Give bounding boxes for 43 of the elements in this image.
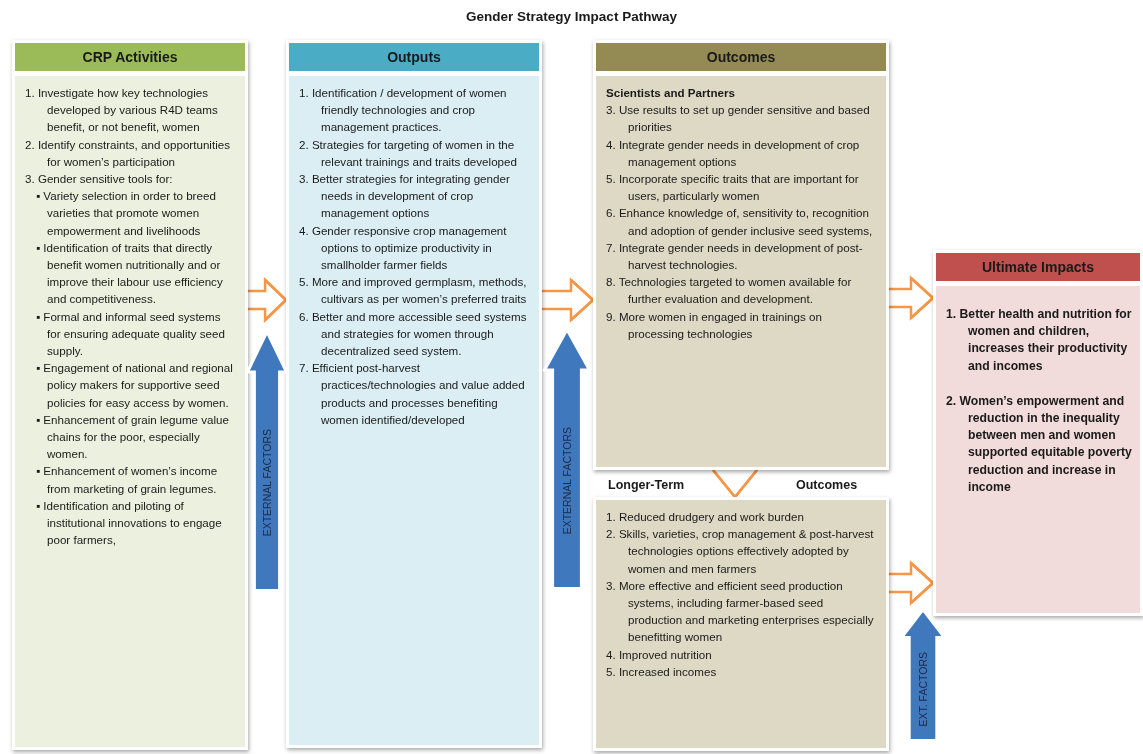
- list-item: ▪ Enhancement of grain legume value chains for the poor, especially women.: [35, 411, 230, 463]
- column-header: Ultimate Impacts: [936, 253, 1140, 281]
- list-item: 1. Identification / development of women friendly technologies and crop management practices.: [299, 85, 508, 136]
- list-item: 6. Enhance knowledge of, sensitivity to, recognition and adoption of gender inclusive seed systems,: [606, 205, 874, 239]
- list-item: 2. Identify constraints, and opportunities for women’s participation: [25, 136, 231, 170]
- column-header: CRP Activities: [15, 43, 245, 71]
- list-item: 6. Better and more accessible seed systems and strategies for women through decentralized seed system.: [299, 308, 528, 360]
- list-item: 2. Strategies for targeting of women in the relevant trainings and traits developed: [299, 136, 518, 170]
- list-item: 4. Gender responsive crop management options to optimize productivity in smallholder farmer fields: [299, 222, 508, 274]
- list-item: 1. Better health and nutrition for women and children, increases their productivity and incomes: [946, 306, 1132, 375]
- list-item: 4. Improved nutrition: [606, 646, 713, 663]
- list-item: 8. Technologies targeted to women available for further evaluation and development.: [606, 274, 853, 308]
- list-item: 2. Women’s empowerment and reduction in the inequality between men and women supported equitable poverty reduction and increase in income: [946, 392, 1132, 496]
- list-item: 9. More women in engaged in trainings on processing technologies: [606, 308, 823, 342]
- list-item: 3. Better strategies for integrating gender needs in development of crop management options: [299, 171, 511, 222]
- subheading: Scientists and Partners: [606, 85, 736, 101]
- arrow-label: EXT. FACTORS: [917, 652, 929, 727]
- list-item: 3. Use results to set up gender sensitive and based priorities: [606, 102, 871, 136]
- list-item: 3. Gender sensitive tools for:: [25, 171, 174, 187]
- column-header: Outputs: [289, 43, 539, 71]
- list-item: ▪ Formal and informal seed systems for ensuring adequate quality seed supply.: [35, 308, 226, 360]
- list-item: 3. More effective and efficient seed production systems, including farmer-based seed production and marketing enterprises especially benefitting women: [606, 577, 875, 646]
- list-item: ▪ Enhancement of women’s income from marketing of grain legumes.: [35, 463, 219, 497]
- block-arrow: [711, 468, 759, 499]
- arrow-label: EXTERNAL FACTORS: [261, 428, 273, 536]
- list-item: 5. Increased incomes: [606, 663, 718, 680]
- diagram-title: Gender Strategy Impact Pathway: [465, 9, 678, 24]
- list-item: ▪ Identification and piloting of institutional innovations to engage poor farmers,: [35, 497, 223, 549]
- list-item: 7. Efficient post-harvest practices/technologies and value added products and processes benefiting women identified/developed: [299, 360, 526, 428]
- list-item: 2. Skills, varieties, crop management & post-harvest technologies options effectively adopted by women and men farmers: [606, 526, 875, 577]
- list-item: 7. Integrate gender needs in development of post-harvest technologies.: [606, 239, 864, 274]
- section-label: Outcomes: [796, 478, 858, 492]
- list-item: ▪ Identification of traits that directly benefit women nutritionally and or improve their labour use efficiency and competitiveness.: [35, 239, 224, 308]
- list-item: 5. Incorporate specific traits that are important for users, particularly women: [606, 171, 860, 205]
- column-header: Outcomes: [596, 43, 886, 71]
- section-label: Longer-Term: [608, 478, 685, 492]
- arrow-label: EXTERNAL FACTORS: [561, 426, 573, 534]
- list-item: 1. Reduced drudgery and work burden: [606, 509, 805, 525]
- list-item: ▪ Variety selection in order to breed varieties that promote women empowerment and livelihoods: [35, 188, 217, 239]
- list-item: 1. Investigate how key technologies developed by various R4D teams benefit, or not benefit, women: [25, 85, 219, 136]
- list-item: ▪ Engagement of national and regional policy makers for supportive seed policies for easy access by women.: [35, 360, 234, 411]
- list-item: 5. More and improved germplasm, methods, cultivars as per women’s preferred traits: [299, 274, 528, 308]
- list-item: 4. Integrate gender needs in development of crop management options: [606, 136, 861, 170]
